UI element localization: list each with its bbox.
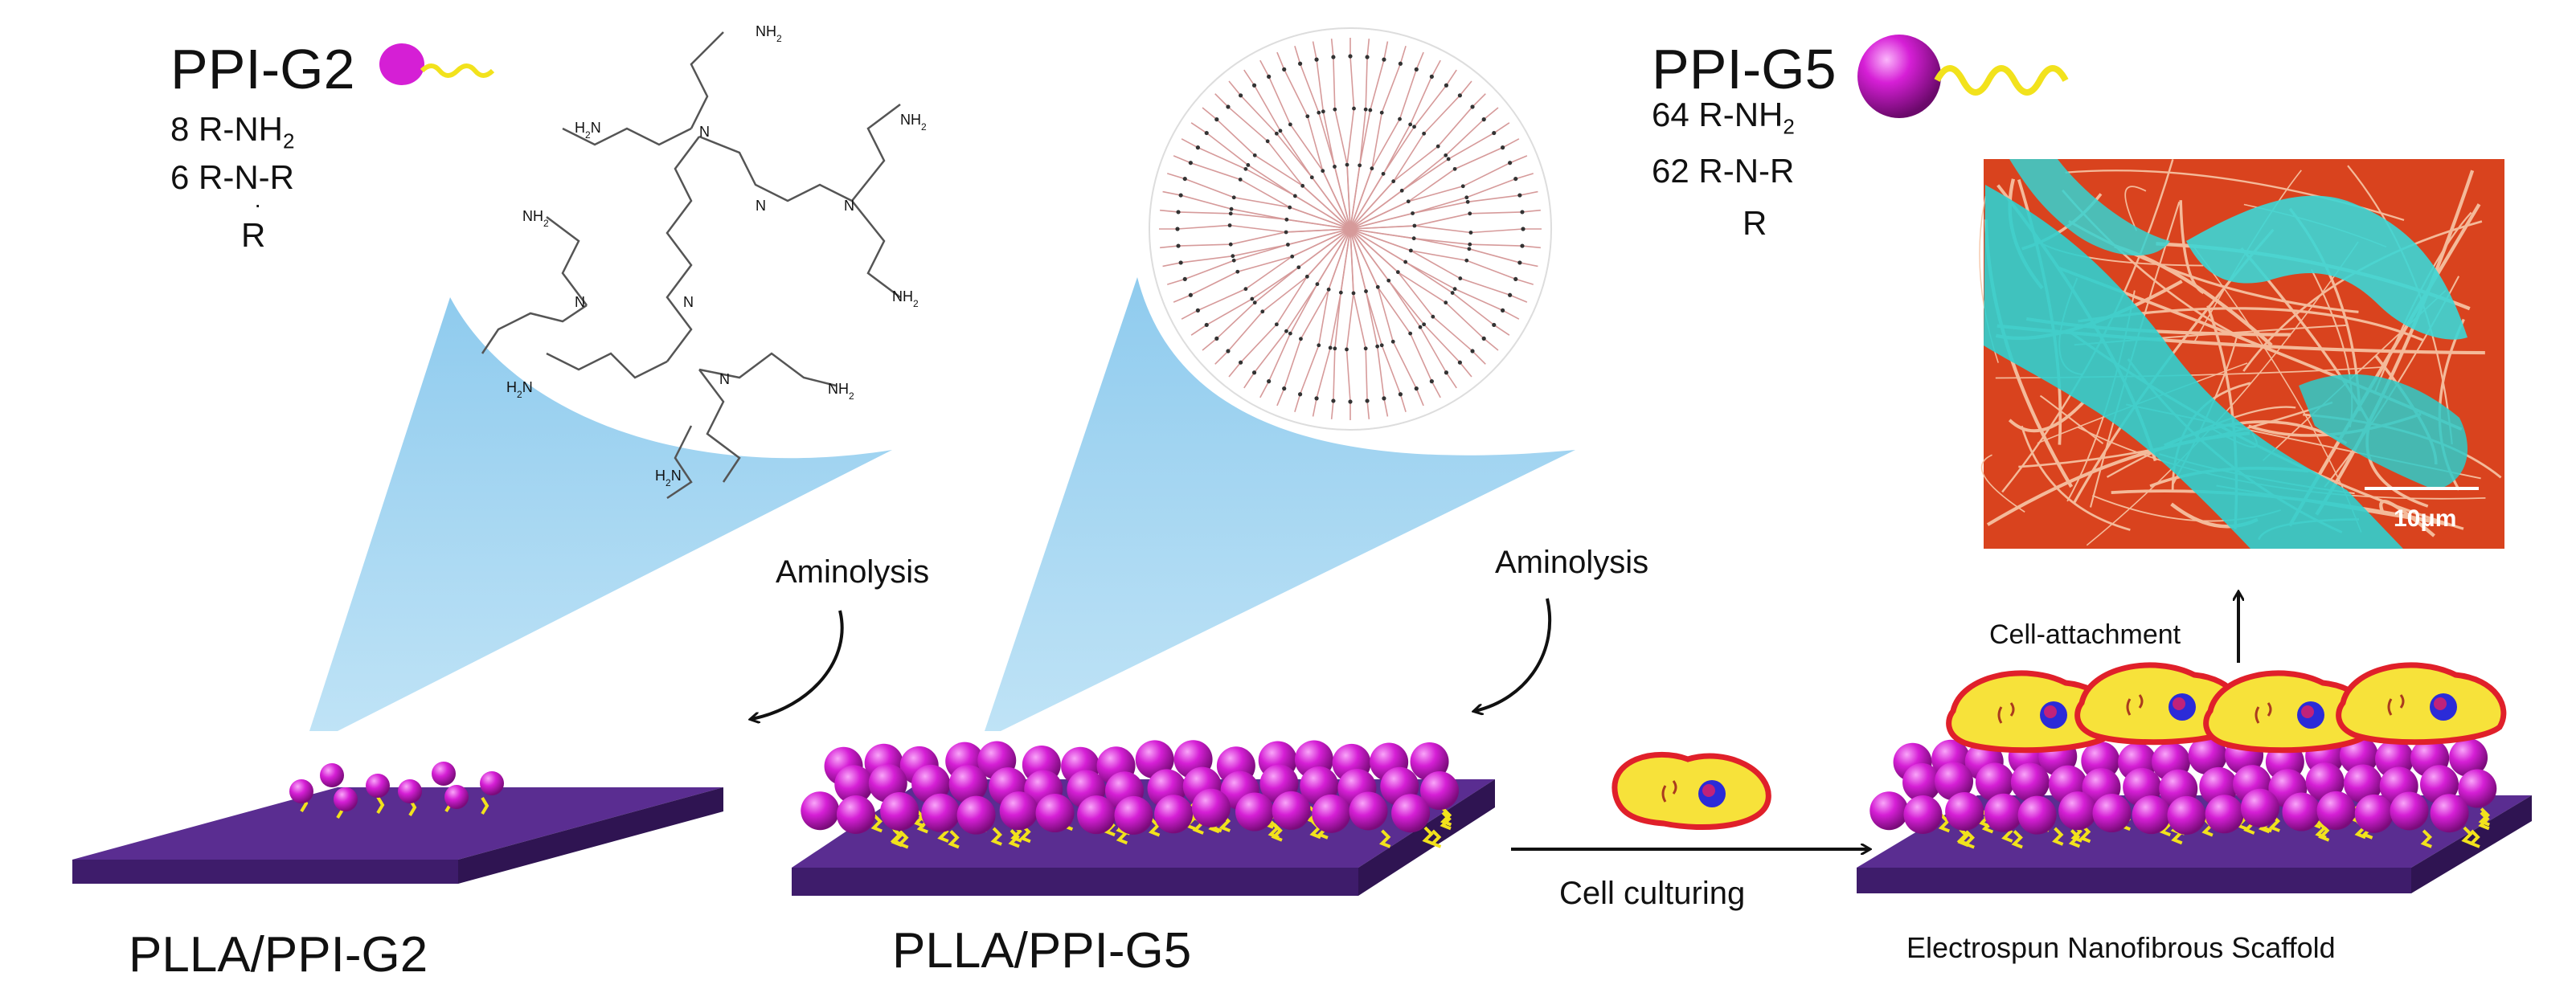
g5-tertiary: 62 R-N-R — [1652, 152, 1795, 190]
cell-attachment-label: Cell-attachment — [1989, 619, 2181, 650]
nh2-label: NH2 — [892, 288, 919, 309]
n-label: N — [575, 294, 585, 310]
aminolysis-label-1: Aminolysis — [776, 554, 930, 590]
g2-cone — [309, 297, 892, 731]
n-label: N — [683, 294, 694, 310]
sem-image: 10μm — [1979, 158, 2504, 549]
scaffold-spheres — [1870, 736, 2497, 835]
n-label: N — [844, 198, 854, 214]
g5-title: PPI-G5 — [1652, 38, 1837, 100]
nh2-label: NH2 — [522, 208, 549, 229]
g5-dendrimer-circle — [1149, 27, 1552, 431]
cell-culturing-label: Cell culturing — [1559, 876, 1746, 911]
g5-caption: PLLA/PPI-G5 — [892, 923, 1192, 979]
scaffold-caption: Electrospun Nanofibrous Scaffold — [1906, 931, 2336, 964]
g5-amine-count: 64 R-NH2 — [1652, 96, 1795, 139]
g2-spheres — [289, 762, 504, 819]
g2-r-branch: R — [241, 216, 266, 254]
g2-caption: PLLA/PPI-G2 — [129, 927, 428, 983]
nh2-label: NH2 — [900, 112, 927, 133]
g5-legend-icon — [1857, 35, 2069, 118]
free-cell — [1612, 751, 1771, 831]
g5-r-branch: R — [1743, 204, 1767, 242]
nh2-label: NH2 — [828, 381, 854, 402]
g5-cone — [985, 277, 1575, 731]
n-label: N — [699, 124, 710, 140]
g2-tertiary: 6 R-N-R — [170, 158, 294, 196]
aminolysis-label-2: Aminolysis — [1495, 545, 1649, 580]
g2-legend-icon — [379, 43, 495, 85]
nh2-label: NH2 — [756, 23, 782, 44]
g2-branch-tick: · — [254, 192, 262, 217]
g2-substrate — [72, 787, 723, 884]
aminolysis-arrow-1 — [752, 610, 844, 719]
g2-amine-count: 8 R-NH2 — [170, 110, 295, 153]
n-label: N — [719, 371, 730, 387]
g2-dendrimer-structure — [481, 31, 901, 500]
scale-bar-label: 10μm — [2394, 505, 2456, 532]
g2-title: PPI-G2 — [170, 38, 355, 100]
aminolysis-arrow-2 — [1475, 598, 1552, 711]
attached-cells — [1946, 662, 2507, 754]
n-label: N — [756, 198, 766, 214]
g5-spheres — [801, 740, 1460, 835]
